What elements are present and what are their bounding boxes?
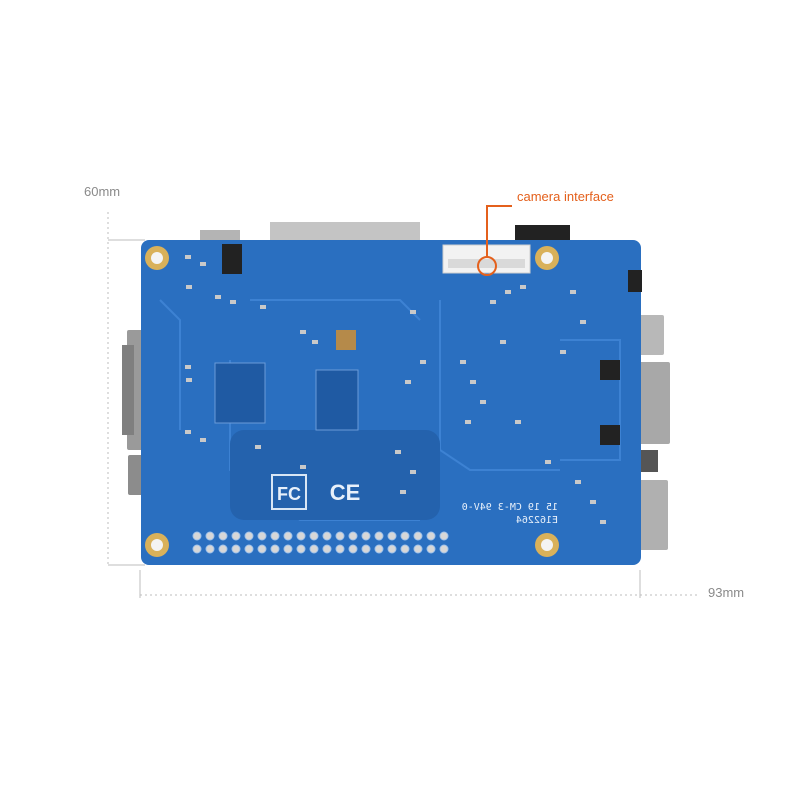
dimension-guides [107,212,700,598]
gpio-pin [374,544,384,554]
gpio-pin [413,544,423,554]
gpio-pin [348,544,358,554]
gpio-pin [296,544,306,554]
gpio-pin [335,531,345,541]
gpio-pin [270,531,280,541]
gpio-pin [400,544,410,554]
gpio-pin [387,544,397,554]
gpio-header [192,531,449,554]
gpio-pin [348,531,358,541]
gpio-pin [283,544,293,554]
camera-interface-callout [477,205,512,276]
gpio-pin [192,531,202,541]
width-dimension-label: 93mm [708,585,745,600]
gpio-pin [205,544,215,554]
gpio-pin [426,544,436,554]
mounting-holes [145,246,559,557]
gpio-pin [231,544,241,554]
gpio-pin [387,531,397,541]
gpio-pin [439,544,449,554]
gpio-pin [283,531,293,541]
gpio-pin [296,531,306,541]
silkscreen-line-1: E162264 [516,515,558,526]
pcb-shaded-zone [230,430,440,520]
silkscreen-line-2: 15 19 CM-3 94V-0 [462,502,558,513]
gpio-pin [257,531,267,541]
gpio-pin [400,531,410,541]
gpio-pin [231,531,241,541]
silkscreen-text: 15 19 CM-3 94V-0 E162264 [462,502,558,526]
gpio-pin [361,531,371,541]
gpio-pin [192,544,202,554]
gpio-pin [335,544,345,554]
gpio-pin [309,544,319,554]
gpio-pin [322,531,332,541]
gpio-pin [218,531,228,541]
ce-mark: CE [330,480,361,505]
camera-interface-label: camera interface [517,189,614,204]
gpio-pin [244,531,254,541]
gpio-pin [205,531,215,541]
gpio-pin [270,544,280,554]
fc-mark: FC [277,484,301,504]
gpio-pin [413,531,423,541]
gpio-pin [257,544,267,554]
gpio-pin [426,531,436,541]
gpio-pin [439,531,449,541]
gpio-pin [309,531,319,541]
gpio-pin [218,544,228,554]
smd-components [185,255,606,524]
height-dimension-label: 60mm [84,184,121,199]
gpio-pin [244,544,254,554]
chips [214,244,642,445]
gpio-pin [361,544,371,554]
certification-marks: FC CE [271,474,361,510]
gpio-pin [322,544,332,554]
gpio-pin [374,531,384,541]
